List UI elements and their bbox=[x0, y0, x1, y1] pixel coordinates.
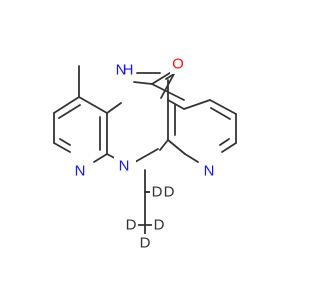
structure-canvas: H N O N N N D D D D D bbox=[53, 55, 237, 252]
atom-label-d4: D bbox=[154, 217, 165, 234]
molecule-structure: H N O N N N D D D D D bbox=[53, 56, 237, 252]
bond-ncenter-c bbox=[134, 148, 159, 163]
atom-label-oxygen: O bbox=[172, 56, 184, 73]
atom-label-d3: D bbox=[126, 217, 137, 234]
label-bg-n-left bbox=[71, 162, 89, 180]
bond-right-ring-5-inner bbox=[210, 107, 231, 120]
label-bg-d3 bbox=[124, 216, 138, 234]
atom-label-d1: D bbox=[152, 184, 163, 201]
bond-right-ring-7-inner bbox=[219, 138, 230, 146]
atom-label-n-left-ring: N bbox=[75, 163, 86, 180]
bond-left-ring-2 bbox=[53, 96, 80, 114]
bond-right-ring-8 bbox=[184, 153, 199, 163]
label-bg-d2 bbox=[162, 183, 176, 201]
atom-label-n-center: N bbox=[119, 158, 130, 175]
atom-label-n-amide: N bbox=[116, 62, 127, 79]
bond-left-ring-1 bbox=[78, 96, 108, 114]
atom-label-d2: D bbox=[164, 184, 175, 201]
label-bg-nh bbox=[111, 60, 135, 78]
bond-c-nh bbox=[106, 102, 122, 114]
bond-carbonyl-2 bbox=[160, 71, 176, 99]
label-bg-d1 bbox=[150, 183, 164, 201]
atom-label-nh: H bbox=[123, 62, 134, 79]
bond-left-ring-2-inner bbox=[58, 104, 81, 119]
bond-right-ring-1 bbox=[167, 99, 185, 110]
bond-left-ring-5 bbox=[93, 153, 108, 163]
atom-label-n-right-ring: N bbox=[204, 163, 215, 180]
label-bg-n-center bbox=[114, 157, 136, 177]
atom-label-d5: D bbox=[140, 235, 151, 252]
bond-right-ring-9 bbox=[167, 139, 186, 155]
label-bg-d4 bbox=[152, 216, 166, 234]
bond-right-ring-3 bbox=[159, 139, 169, 151]
label-bg-o bbox=[170, 56, 186, 74]
bond-left-ring-4 bbox=[53, 142, 71, 153]
bond-right-ring-4 bbox=[183, 99, 211, 110]
bond-left-ring-4-inner bbox=[59, 138, 71, 146]
label-bg-d5 bbox=[138, 234, 152, 252]
bond-nh-c2 bbox=[133, 81, 153, 85]
bond-right-ring-5 bbox=[209, 99, 237, 115]
label-bg-n-right bbox=[200, 162, 218, 180]
bond-right-ring-7 bbox=[221, 142, 237, 153]
